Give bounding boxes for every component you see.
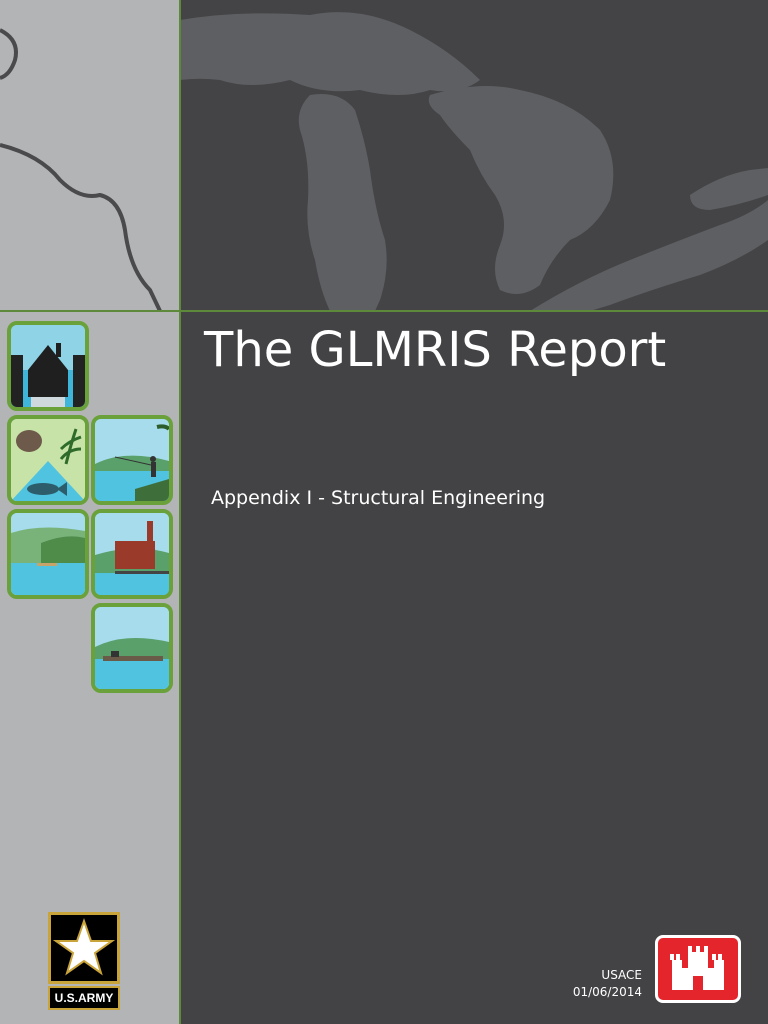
- publisher-block: USACE 01/06/2014: [573, 967, 642, 1001]
- publisher-name: USACE: [601, 968, 642, 982]
- fishing-tile: [91, 415, 173, 505]
- industry-tile: [91, 509, 173, 599]
- shoreline-tile: [7, 509, 89, 599]
- lock-structure-tile: [7, 321, 89, 411]
- report-title: The GLMRIS Report: [204, 322, 667, 378]
- ecosystem-tile: [7, 415, 89, 505]
- vertical-divider: [179, 0, 181, 1024]
- publication-date: 01/06/2014: [572, 985, 642, 999]
- navigation-tile: [91, 603, 173, 693]
- horizontal-divider: [0, 310, 768, 312]
- castle-icon: [655, 935, 741, 1003]
- left-map-outline: [0, 28, 162, 311]
- report-subtitle: Appendix I - Structural Engineering: [211, 487, 546, 509]
- star-icon: [48, 912, 120, 984]
- great-lakes-map: [180, 0, 768, 311]
- us-army-logo: U.S.ARMY: [48, 912, 120, 1012]
- army-wordmark: U.S.ARMY: [48, 986, 120, 1010]
